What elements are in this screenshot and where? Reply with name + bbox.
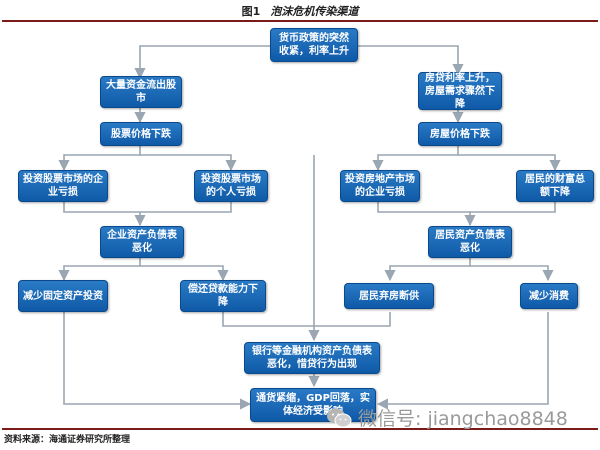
node-household-balance: 居民资产负债表恶化 [428, 226, 512, 258]
edge-housebal-split [384, 256, 471, 282]
figure-title: 泡沫危机传染渠道 [270, 5, 359, 18]
node-corp-balance: 企业资产负债表恶化 [100, 226, 184, 258]
edge-stockfall-indiv [140, 154, 237, 172]
node-house-fall: 房屋价格下跌 [418, 122, 502, 146]
watermark-text: 微信号: jiangchao8848 [358, 408, 568, 430]
edge-corpbal-repay [140, 265, 229, 282]
edge-invest-deflation [63, 312, 252, 410]
node-deflation: 通货紧缩，GDP回落，实体经济受影响 [250, 388, 376, 422]
node-cut-investment: 减少固定资产投资 [18, 280, 108, 312]
node-repay-ability: 偿还贷款能力下降 [180, 280, 266, 312]
edge-corpstock-corpbal [63, 200, 146, 227]
edge-housefall-split [372, 145, 459, 172]
edge-repay-bank [222, 312, 314, 327]
watermark: 微信号: jiangchao8848 [326, 404, 568, 431]
node-indiv-stock-loss: 投资股票市场的个人亏损 [194, 170, 268, 202]
edge-policy-left [134, 45, 270, 80]
edge-policy-right [358, 45, 464, 76]
edge-wealth-housebal [470, 200, 556, 213]
edge-housefall-wealth [458, 154, 561, 172]
figure-title-bar: 图1 泡沫危机传染渠道 [2, 2, 598, 22]
node-bank-balance: 银行等金融机构资产负债表恶化，惜贷行为出现 [244, 342, 380, 374]
edge-stockfall-split [58, 145, 141, 172]
node-mortgage-rate: 房贷利率上升，房屋需求骤然下降 [418, 72, 502, 110]
edge-consume-deflation [376, 312, 549, 410]
edge-corpbal-split [58, 256, 141, 282]
bottom-rule [2, 428, 598, 430]
node-cut-consumption: 减少消费 [520, 283, 578, 309]
node-corp-re-loss: 投资房地产市场的企业亏损 [340, 170, 420, 202]
node-policy: 货币政策的突然收紧，利率上升 [270, 28, 358, 62]
wechat-logo-icon [327, 408, 352, 427]
edge-resident-bank [314, 312, 391, 327]
node-stock-fall: 股票价格下跌 [100, 122, 182, 146]
figure-label: 图1 [241, 5, 261, 18]
node-household-wealth: 居民的财富总额下降 [516, 170, 594, 202]
node-corp-stock-loss: 投资股票市场的企业亏损 [18, 170, 108, 202]
edge-housebal-consume [470, 265, 554, 282]
edge-corpre-housebal [377, 200, 476, 227]
edge-indiv-corpbal [140, 200, 232, 213]
node-capital-outflow: 大量资金流出股市 [100, 76, 182, 108]
node-resident-default: 居民弃房断供 [344, 283, 434, 309]
source-note: 资料来源：海通证券研究所整理 [4, 435, 131, 445]
